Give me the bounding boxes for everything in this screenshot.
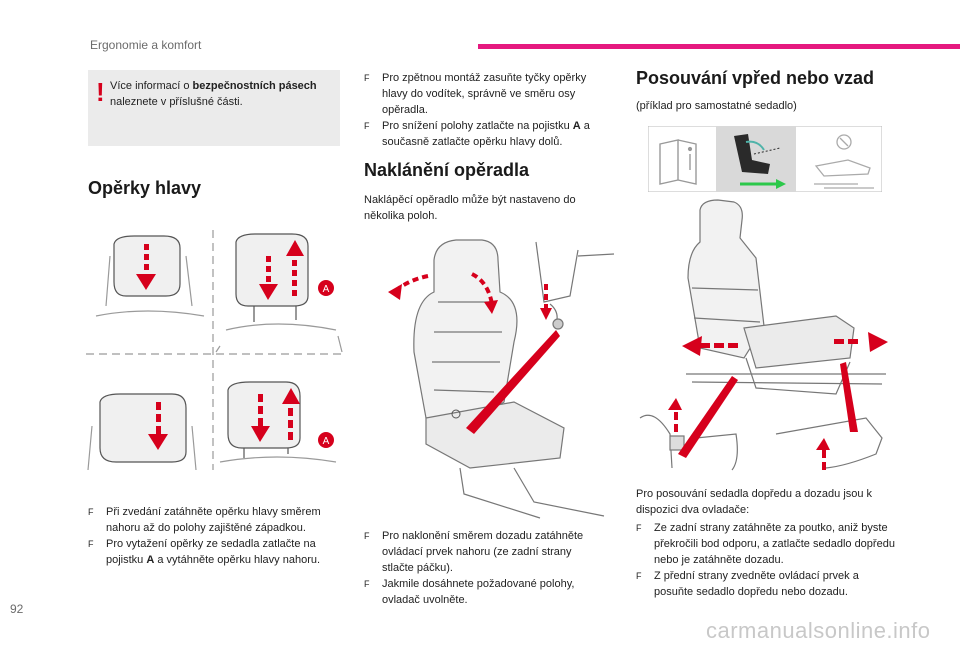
watermark: carmanualsonline.info <box>706 618 931 643</box>
headrest-steps: F Při zvedání zatáhněte opěrku hlavy směr… <box>88 504 344 568</box>
list-item-text: Pro zpětnou montáž zasuňte tyčky opěrky … <box>382 72 587 116</box>
note-text-after: naleznete v příslušné části. <box>110 96 243 108</box>
backrest-heading: Naklánění opěradla <box>364 160 530 180</box>
list-item: F Ze zadní strany zatáhněte za poutko, an… <box>636 520 900 568</box>
list-item-text: Jakmile dosáhnete požadované polohy, ovl… <box>382 578 575 606</box>
section-title: Ergonomie a komfort <box>90 38 202 52</box>
backrest-steps: F Pro naklonění směrem dozadu zatáhněte o… <box>364 528 604 608</box>
f-bullet-icon: F <box>364 579 370 589</box>
list-item-after: a vytáhněte opěrku hlavy nahoru. <box>154 554 321 566</box>
marker-a-bottom: A <box>323 436 330 447</box>
exclamation-icon: ! <box>96 77 105 107</box>
backrest-illustration <box>388 239 615 519</box>
f-bullet-icon: F <box>88 507 94 517</box>
list-item-text: Při zvedání zatáhněte opěrku hlavy směre… <box>106 506 321 534</box>
seat-icon-strip <box>648 126 882 192</box>
sliding-steps: F Ze zadní strany zatáhněte za poutko, an… <box>636 520 900 600</box>
header-accent-bar <box>478 44 960 49</box>
list-item-before: Pro snížení polohy zatlačte na pojistku <box>382 120 573 132</box>
backrest-intro: Naklápěcí opěradlo může být nastaveno do… <box>364 194 576 222</box>
seatbelt-icon <box>814 134 874 189</box>
manual-book-icon <box>659 139 697 185</box>
list-item: F Pro vytažení opěrky ze sedadla zatlačte… <box>88 536 344 568</box>
note-text-before: Více informací o <box>110 80 193 92</box>
f-bullet-icon: F <box>636 571 642 581</box>
list-item-text: Pro naklonění směrem dozadu zatáhněte ov… <box>382 530 584 574</box>
list-item: F Pro zpětnou montáž zasuňte tyčky opěrky… <box>364 70 604 118</box>
sliding-intro: Pro posouvání sedadla dopředu a dozadu j… <box>636 488 873 516</box>
list-item: F Pro snížení polohy zatlačte na pojistku… <box>364 118 604 150</box>
list-item-text: Z přední strany zvedněte ovládací prvek … <box>654 570 859 598</box>
f-bullet-icon: F <box>364 531 370 541</box>
marker-a-top: A <box>323 284 330 295</box>
safety-note-text: Více informací o bezpečnostních pásech n… <box>110 78 336 110</box>
f-bullet-icon: F <box>364 73 370 83</box>
sliding-heading: Posouvání vpřed nebo vzad <box>636 68 875 88</box>
list-item: F Z přední strany zvedněte ovládací prvek… <box>636 568 900 600</box>
f-bullet-icon: F <box>364 121 370 131</box>
headrest-illustration: A A <box>86 230 344 471</box>
sliding-subtitle: (příklad pro samostatné sedadlo) <box>636 100 797 112</box>
seat-sliding-illustration <box>639 199 888 471</box>
page-number: 92 <box>10 602 24 616</box>
list-item-text: Ze zadní strany zatáhněte za poutko, ani… <box>654 522 895 566</box>
list-item-after: a současně zatlačte opěrku hlavy dolů. <box>382 120 590 148</box>
note-text-bold: bezpečnostních pásech <box>192 80 317 92</box>
f-bullet-icon: F <box>636 523 642 533</box>
safety-note: ! Více informací o bezpečnostních pásech… <box>88 70 340 146</box>
list-item-bold: A <box>146 554 155 566</box>
list-item-before: Pro vytažení opěrky ze sedadla zatlačte … <box>106 538 316 566</box>
list-item: F Pro naklonění směrem dozadu zatáhněte o… <box>364 528 604 576</box>
headrest-refit-steps: F Pro zpětnou montáž zasuňte tyčky opěrky… <box>364 70 604 150</box>
list-item-bold: A <box>572 120 581 132</box>
headrests-heading: Opěrky hlavy <box>88 178 202 198</box>
list-item: F Při zvedání zatáhněte opěrku hlavy směr… <box>88 504 344 536</box>
list-item: F Jakmile dosáhnete požadované polohy, ov… <box>364 576 604 608</box>
seat-slide-icon <box>734 134 786 189</box>
f-bullet-icon: F <box>88 539 94 549</box>
